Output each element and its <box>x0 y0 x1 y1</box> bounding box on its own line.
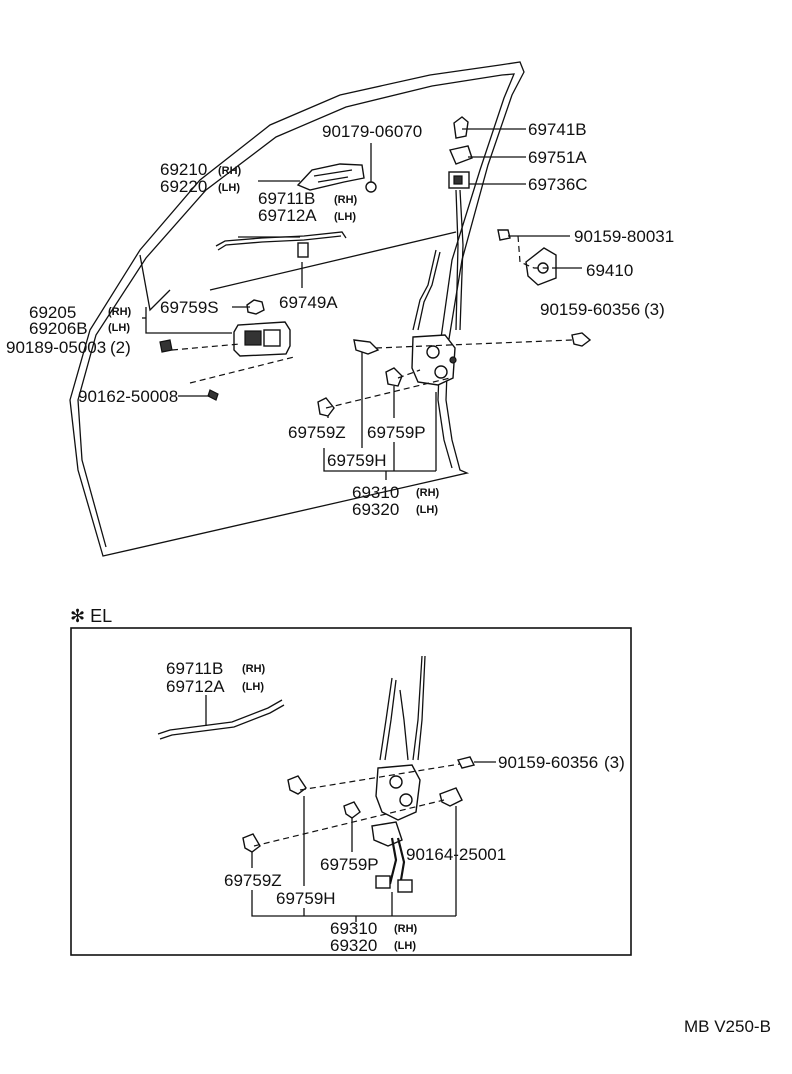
label-69205: 69205 <box>29 303 76 322</box>
screw-icon <box>159 181 377 401</box>
label-69749A: 69749A <box>279 293 338 312</box>
label-69220-side: (LH) <box>218 182 240 194</box>
inset-label-69759Z: 69759Z <box>224 871 282 890</box>
inset-frame <box>70 627 632 956</box>
inset-linkage-rod-icon <box>157 699 285 740</box>
label-69712A: 69712A <box>258 206 317 225</box>
label-69712A-side: (LH) <box>334 211 356 223</box>
small-clip-icon <box>246 299 265 315</box>
inside-handle-icon <box>233 321 291 357</box>
inset-label-69759P: 69759P <box>320 855 379 874</box>
inset-label-69310: 69310 <box>330 919 377 938</box>
inset-label-90159-60356: 90159-60356 <box>498 753 598 772</box>
label-69711B-side: (RH) <box>334 194 358 206</box>
label-69736C: 69736C <box>528 175 588 194</box>
label-69759H-top: 69759H <box>327 451 387 470</box>
label-90159-60356-top-qty: (3) <box>644 300 665 319</box>
door-lock-assembly-icon <box>411 189 464 386</box>
label-69210-side: (RH) <box>218 165 242 177</box>
door-striker-icon <box>525 247 557 286</box>
label-69310-top: 69310 <box>352 483 399 502</box>
inset-labels: 69711B (RH) 69712A (LH) 90159-60356 (3) … <box>166 659 625 955</box>
label-69206B: 69206B <box>29 319 88 338</box>
inset-label-90164-25001: 90164-25001 <box>406 845 506 864</box>
label-69320-top: 69320 <box>352 500 399 519</box>
label-90189-05003-qty: (2) <box>110 338 131 357</box>
inset-label-69712A: 69712A <box>166 677 225 696</box>
linkage-rod-icon <box>215 231 347 251</box>
inset-label-69759H: 69759H <box>276 889 336 908</box>
label-90159-60356-top: 90159-60356 <box>540 300 640 319</box>
lock-knob-icon <box>448 116 473 189</box>
label-69206B-side: (LH) <box>108 322 130 334</box>
inset-door-lock-assembly-icon <box>371 655 426 893</box>
inset-label-69320-side: (LH) <box>394 940 416 952</box>
label-69310-top-side: (RH) <box>416 487 440 499</box>
leader-lines-top <box>142 128 582 480</box>
label-69711B: 69711B <box>258 189 315 208</box>
inset-leader-lines <box>205 695 496 922</box>
outside-handle-icon <box>296 163 365 191</box>
top-labels: 90179-06070 69741B 69751A 69736C 69210 (… <box>6 120 674 519</box>
inset-label-69320: 69320 <box>330 936 377 955</box>
label-69751A: 69751A <box>528 148 587 167</box>
label-69210: 69210 <box>160 160 207 179</box>
diagram-code: MB V250-B <box>684 1017 771 1036</box>
inset-label-90159-60356-qty: (3) <box>604 753 625 772</box>
label-69741B: 69741B <box>528 120 587 139</box>
inset-label-69711B-side: (RH) <box>242 663 266 675</box>
inset-label-69310-side: (RH) <box>394 923 418 935</box>
label-90189-05003: 90189-05003 <box>6 338 106 357</box>
label-69759S: 69759S <box>160 298 219 317</box>
rod-clip-icon <box>297 242 309 258</box>
bolt-icons <box>317 229 592 417</box>
label-69320-top-side: (LH) <box>416 504 438 516</box>
label-69759Z-top: 69759Z <box>288 423 346 442</box>
label-90159-80031: 90159-80031 <box>574 227 674 246</box>
inset-title: ✻ EL <box>70 606 112 626</box>
label-69410: 69410 <box>586 261 633 280</box>
inset-label-69711B: 69711B <box>166 659 223 678</box>
label-90162-50008: 90162-50008 <box>78 387 178 406</box>
inset-bolt-icons <box>242 756 476 853</box>
label-90179-06070: 90179-06070 <box>322 122 422 141</box>
label-69759P-top: 69759P <box>367 423 426 442</box>
label-69205-side: (RH) <box>108 306 132 318</box>
label-69220: 69220 <box>160 177 207 196</box>
inset-label-69712A-side: (LH) <box>242 681 264 693</box>
